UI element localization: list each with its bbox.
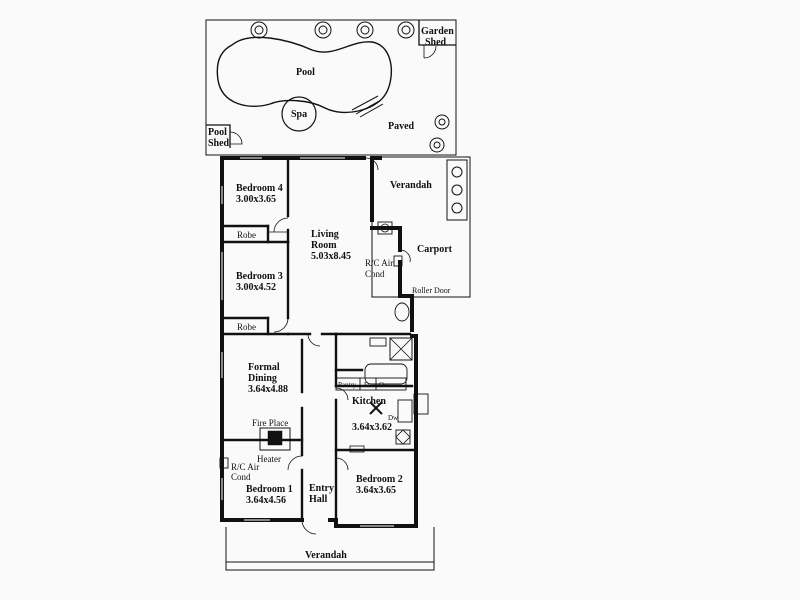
bedroom3-name: Bedroom 3 <box>236 271 283 282</box>
living-name-1: Living <box>311 229 339 240</box>
fire-place-label: Fire Place <box>252 418 289 428</box>
bedroom1-name: Bedroom 1 <box>246 484 293 495</box>
fireplace <box>259 427 291 451</box>
bedroom2-name: Bedroom 2 <box>356 474 403 485</box>
roller-door-label: Roller Door <box>412 286 451 295</box>
pool-label: Pool <box>296 67 315 78</box>
planter-box <box>446 159 468 221</box>
spa-outline <box>281 96 317 132</box>
bedroom2-size: 3.64x3.65 <box>356 485 396 496</box>
formal-dining-size: 3.64x4.88 <box>248 384 288 395</box>
fs-label: Fs <box>364 381 371 389</box>
rc-air-living-1: R/C Air <box>365 258 394 268</box>
entry-hall-name-1: Entry <box>309 483 334 494</box>
dw-label: Dw <box>388 414 399 422</box>
robe-lower-label: Robe <box>237 322 256 332</box>
pool-shed-door <box>229 131 243 145</box>
front-verandah <box>225 527 435 571</box>
verandah-front-label: Verandah <box>305 550 347 561</box>
door-swing <box>273 217 289 233</box>
pool-outline <box>216 36 392 114</box>
rc-air-living-2: Cond <box>365 269 385 279</box>
pantry-label: Pantry <box>338 381 357 389</box>
garden-shed-label-2: Shed <box>425 37 447 48</box>
bedroom3-size: 3.00x4.52 <box>236 282 276 293</box>
spa-label: Spa <box>291 109 308 120</box>
bedroom1-size: 3.64x4.56 <box>246 495 286 506</box>
heater-label: Heater <box>257 454 281 464</box>
pool-shed-label-2: Shed <box>208 138 230 149</box>
rc-air-bed1-1: R/C Air <box>231 462 260 472</box>
garden-shed <box>418 20 456 46</box>
tree <box>250 21 268 39</box>
verandah-rear-label: Verandah <box>390 180 432 191</box>
kitchen-name: Kitchen <box>352 396 386 407</box>
living-name-2: Room <box>311 240 337 251</box>
garden-shed-label-1: Garden <box>421 26 454 37</box>
garden-shed-door <box>423 45 437 59</box>
living-size: 5.03x8.45 <box>311 251 351 262</box>
rc-air-bed1-2: Cond <box>231 472 251 482</box>
formal-dining-name-2: Dining <box>248 373 277 384</box>
pool-steps <box>351 95 384 118</box>
pool-shed <box>206 124 231 148</box>
rear-yard-boundary <box>205 19 457 156</box>
robe-upper-label: Robe <box>237 230 256 240</box>
formal-dining-name-1: Formal <box>248 362 280 373</box>
paved-label: Paved <box>388 121 415 132</box>
ov-label: Ov <box>379 381 388 389</box>
pool-shed-label-1: Pool <box>208 127 227 138</box>
bedroom4-size: 3.00x3.65 <box>236 194 276 205</box>
bedroom4-name: Bedroom 4 <box>236 183 283 194</box>
entry-hall-name-2: Hall <box>309 494 328 505</box>
carport-label: Carport <box>417 244 452 255</box>
kitchen-size: 3.64x3.62 <box>352 422 392 433</box>
